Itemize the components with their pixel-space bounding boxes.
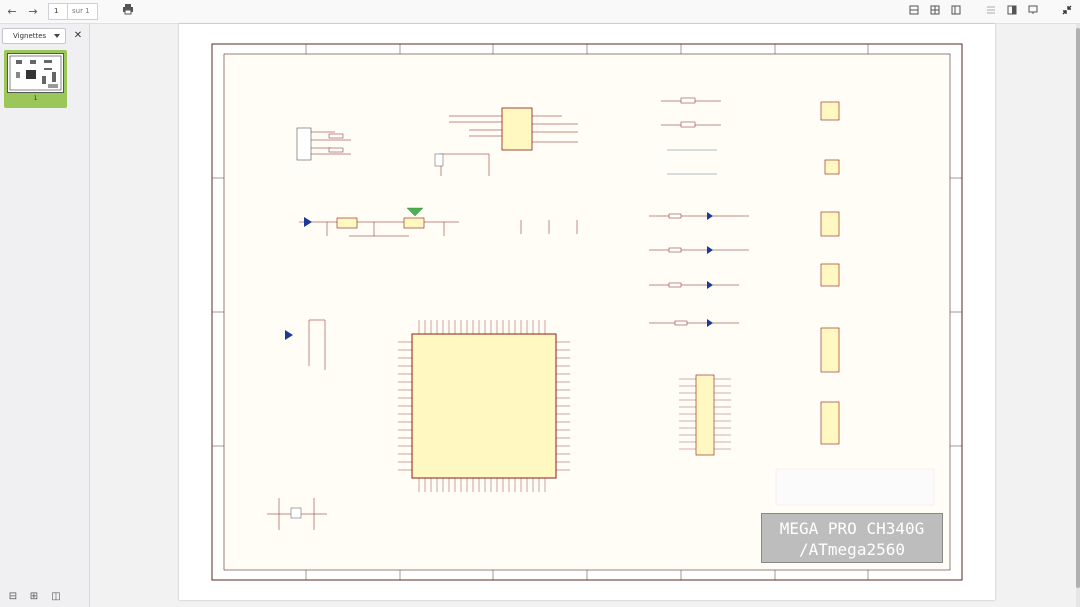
pdf-toolbar: ← → 1 sur 1 [0,0,1080,24]
thumbnail-sidebar: Vignettes ✕ 1 ⊟ ⊞ ◫ [0,24,90,607]
sidebar-view-label: Vignettes [13,32,47,40]
thumbnail-page-number: 1 [33,95,38,102]
exit-fullscreen-icon[interactable] [1058,3,1076,21]
layout-columns-icon[interactable] [947,3,965,21]
scroll-mode-icon[interactable] [982,3,1000,21]
scrollbar-thumb[interactable] [1076,28,1080,588]
schematic-drawing [211,43,963,581]
vertical-scrollbar[interactable] [1076,24,1080,607]
board-title-line1: MEGA PRO CH340G [779,519,925,538]
chevron-down-icon [54,34,60,38]
attachments-view-icon[interactable]: ◫ [51,591,61,602]
forward-arrow-icon[interactable]: → [28,5,38,18]
pdf-page: MEGA PRO CH340G /ATmega2560 [179,24,995,600]
page-count: sur 1 [68,3,98,20]
back-arrow-icon[interactable]: ← [7,5,17,18]
print-icon[interactable] [119,3,137,21]
grid-view-icon[interactable]: ⊞ [29,591,39,602]
sidebar-view-select[interactable]: Vignettes [2,28,66,44]
present-icon[interactable] [1024,3,1042,21]
outline-view-icon[interactable]: ⊟ [8,591,18,602]
page-number-input[interactable]: 1 [48,3,68,20]
layout-single-icon[interactable] [905,3,923,21]
page-view-icon[interactable] [1003,3,1021,21]
board-title-line2: /ATmega2560 [799,540,905,559]
close-icon[interactable]: ✕ [73,30,83,41]
board-title-block: MEGA PRO CH340G /ATmega2560 [761,513,943,563]
layout-grid-icon[interactable] [926,3,944,21]
thumbnail-image [7,53,64,93]
page-thumbnail[interactable]: 1 [4,50,67,108]
